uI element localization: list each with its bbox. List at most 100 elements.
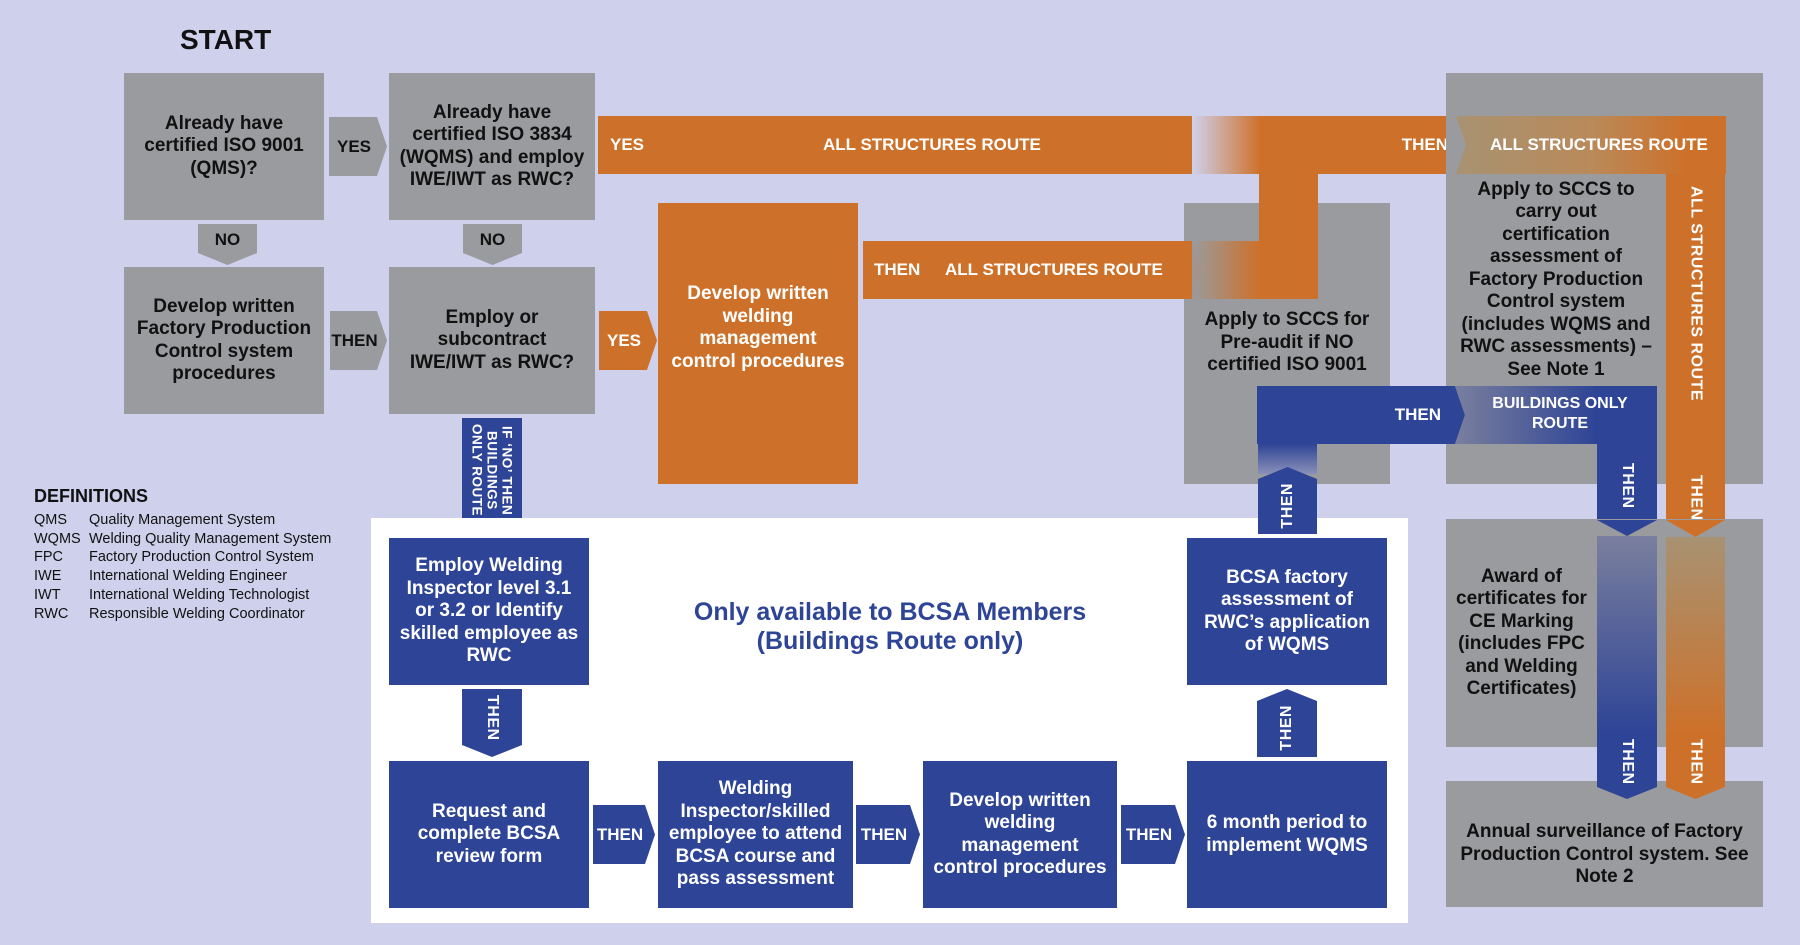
node-text: Request and complete BCSA review form [417, 800, 561, 867]
definition-row: IWE International Welding Engineer [34, 567, 331, 586]
members-only-note: Only available to BCSA Members (Building… [600, 598, 1180, 656]
yes-arrow-iso9001: YES [329, 117, 387, 176]
then-arrow-up-six-month: THEN [1257, 689, 1317, 757]
connector-label: NO [479, 229, 506, 249]
route-label: ALL STRUCTURES ROUTE [1490, 135, 1708, 154]
definition-abbr: QMS [34, 512, 68, 528]
definition-abbr: IWE [34, 568, 62, 585]
definitions-title: DEFINITIONS [34, 486, 149, 506]
definition-meaning: Factory Production Control System [89, 549, 314, 566]
then-arrow-up-bcsa: THEN [1258, 467, 1317, 534]
then-label: THEN [1394, 405, 1441, 424]
definition-abbr: FPC [34, 549, 63, 566]
definition-row: QMS Quality Management System [34, 511, 331, 530]
then-label: THEN [874, 260, 921, 279]
node-develop-welding-orange: Develop written welding management contr… [658, 203, 858, 484]
members-note-line2: (Buildings Route only) [756, 627, 1024, 655]
node-six-month: 6 month period to implement WQMS [1187, 761, 1387, 908]
node-iso9001-question: Already have certified ISO 9001 (QMS)? [124, 73, 324, 220]
route-label: ALL STRUCTURES ROUTE [945, 260, 1163, 279]
definition-abbr: IWT [34, 586, 61, 603]
node-develop-fpc: Develop written Factory Production Contr… [124, 267, 324, 414]
node-text: Annual surveillance of Factory Productio… [1460, 821, 1749, 888]
connector-label: THEN [596, 824, 644, 844]
members-note-line1: Only available to BCSA Members [693, 598, 1087, 626]
node-text: Apply to SCCS for Pre-audit if NO certif… [1204, 309, 1370, 375]
node-text: Already have certified ISO 9001 (QMS)? [144, 112, 304, 179]
route-label: ALL STRUCTURES ROUTE [823, 135, 1041, 154]
all-structures-route-vertical: ALL STRUCTURES ROUTE THEN [1666, 174, 1725, 537]
then-label: THEN [1278, 705, 1295, 751]
node-certification-assessment: Apply to SCCS to carry out certification… [1450, 179, 1662, 380]
node-text: Employ Welding Inspector level 3.1 or 3.… [399, 555, 579, 667]
node-text: Develop written welding management contr… [671, 283, 845, 372]
node-text: Employ or subcontract IWE/IWT as RWC? [409, 306, 575, 373]
yes-arrow-employ: YES [599, 311, 657, 370]
definition-meaning: International Welding Engineer [89, 568, 288, 585]
then-arrow-fpc: THEN [330, 311, 387, 370]
node-bcsa-assessment: BCSA factory assessment of RWC’s applica… [1187, 538, 1387, 685]
connector-label: THEN [860, 824, 908, 844]
node-award-certificates: Award of certificates for CE Marking (in… [1446, 519, 1597, 747]
if-no-buildings-route-arrow: IF ‘NO’ THEN BUILDINGS ONLY ROUTE [462, 418, 522, 533]
then-label: THEN [484, 695, 501, 741]
node-employ-inspector: Employ Welding Inspector level 3.1 or 3.… [389, 538, 589, 685]
route-label-vertical: ALL STRUCTURES ROUTE [1687, 186, 1705, 402]
definition-abbr: WQMS [34, 530, 81, 547]
definitions-table: QMS Quality Management System WQMS Welding… [34, 511, 331, 623]
node-annual-surveillance: Annual surveillance of Factory Productio… [1446, 781, 1763, 907]
then-label: THEN [1687, 475, 1705, 521]
node-iso3834-question: Already have certified ISO 3834 (WQMS) a… [389, 73, 595, 220]
node-text: 6 month period to implement WQMS [1206, 812, 1368, 856]
then-arrow-course: THEN [856, 805, 920, 864]
connector-label: THEN [1125, 824, 1173, 844]
then-arrow-down-inspector: THEN [462, 689, 522, 757]
definition-meaning: Responsible Welding Coordinator [89, 605, 305, 622]
route-merge-connector [1259, 170, 1318, 299]
all-structures-route-bar-second: THEN ALL STRUCTURES ROUTE [863, 241, 1202, 299]
definition-row: IWT International Welding Technologist [34, 586, 331, 605]
buildings-only-route-bar: BUILDINGS ONLY ROUTE [1455, 386, 1657, 444]
no-arrow-iso9001: NO [198, 224, 257, 265]
then-arrow-request: THEN [593, 805, 655, 864]
definition-row: WQMS Welding Quality Management System [34, 530, 331, 549]
node-text: BCSA factory assessment of RWC’s applica… [1204, 566, 1370, 656]
route-label: BUILDINGS ONLY ROUTE [1492, 395, 1628, 432]
yes-label: YES [610, 135, 645, 154]
node-develop-welding-blue: Develop written welding management contr… [923, 761, 1117, 908]
then-label: THEN [1619, 463, 1636, 509]
connector-label: YES [606, 330, 642, 350]
node-attend-course: Welding Inspector/skilled employee to at… [658, 761, 853, 908]
node-employ-iwe-question: Employ or subcontract IWE/IWT as RWC? [389, 267, 595, 414]
connector-label: NO [214, 229, 241, 249]
then-arrow-down-buildings-final: THEN [1597, 536, 1657, 799]
then-arrow-top: THEN [1192, 116, 1466, 174]
definition-row: FPC Factory Production Control System [34, 548, 331, 567]
then-label: THEN [1401, 135, 1448, 154]
node-text: Develop written Factory Production Contr… [136, 295, 312, 385]
then-arrow-develop: THEN [1121, 805, 1185, 864]
node-text: Welding Inspector/skilled employee to at… [668, 778, 843, 890]
connector-label: YES [336, 136, 372, 156]
node-text: Apply to SCCS to carry out certification… [1460, 178, 1652, 380]
all-structures-route-bar-right: ALL STRUCTURES ROUTE [1456, 116, 1726, 174]
node-text: Already have certified ISO 3834 (WQMS) a… [399, 101, 585, 191]
definitions-legend: DEFINITIONS QMS Quality Management System… [34, 486, 331, 623]
then-arrow-buildings: THEN [1257, 386, 1465, 444]
node-request-review: Request and complete BCSA review form [389, 761, 589, 908]
then-arrow-down-all-structures-final: THEN [1666, 537, 1725, 799]
no-arrow-iso3834: NO [463, 224, 522, 265]
definition-meaning: Quality Management System [89, 512, 276, 528]
route-merge-gradient [1192, 241, 1260, 299]
start-label: START [180, 24, 272, 55]
then-label: THEN [1619, 739, 1636, 785]
all-structures-route-bar-top: YES ALL STRUCTURES ROUTE [598, 116, 1202, 174]
connector-label: THEN [331, 330, 378, 350]
definition-meaning: International Welding Technologist [89, 586, 310, 603]
node-text: Develop written welding management contr… [933, 789, 1107, 879]
then-label: THEN [1278, 482, 1296, 529]
definition-meaning: Welding Quality Management System [89, 530, 332, 547]
node-text: Award of certificates for CE Marking (in… [1456, 565, 1587, 700]
route-label: IF ‘NO’ THEN BUILDINGS ONLY ROUTE [469, 424, 515, 517]
